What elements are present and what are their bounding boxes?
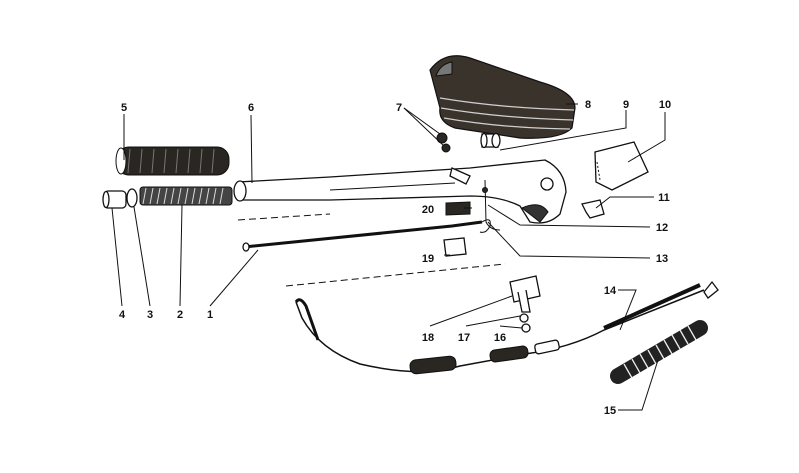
- callout-20: 20: [422, 204, 434, 216]
- part-clip: [581, 199, 605, 219]
- callout-17: 17: [458, 332, 470, 344]
- callout-7: 7: [396, 102, 402, 114]
- part-brake-cable: [294, 280, 719, 375]
- callout-9: 9: [623, 99, 629, 111]
- part-pin: [480, 132, 501, 149]
- part-pushrod: [242, 219, 491, 252]
- part-ratchet-plate: [594, 141, 649, 191]
- callout-19: 19: [422, 253, 434, 265]
- part-washer: [126, 188, 138, 208]
- callout-13: 13: [656, 253, 668, 265]
- callout-2: 2: [177, 309, 183, 321]
- callout-12: 12: [656, 222, 668, 234]
- part-pawl-rod: [482, 179, 501, 231]
- callout-4: 4: [119, 309, 126, 321]
- part-block: [445, 201, 471, 216]
- callout-18: 18: [422, 332, 434, 344]
- part-spring-large: [610, 320, 708, 384]
- part-sleeve: [102, 190, 127, 209]
- callout-3: 3: [147, 309, 153, 321]
- callout-1: 1: [207, 309, 213, 321]
- part-spring-small: [139, 186, 233, 206]
- part-bolt: [521, 323, 531, 333]
- callout-16: 16: [494, 332, 506, 344]
- dashed-axis-2: [285, 263, 506, 287]
- part-lever: [233, 159, 567, 224]
- dashed-axis-1: [237, 213, 331, 221]
- callout-15: 15: [604, 405, 616, 417]
- callout-5: 5: [121, 102, 127, 114]
- part-boot: [429, 55, 576, 139]
- leader-lines: [111, 103, 666, 411]
- callout-labels: 5 6 7 8 9 10 11 12 13 14 15 16 17 18 19 …: [119, 99, 671, 417]
- callout-11: 11: [658, 192, 670, 204]
- part-spacer: [443, 237, 467, 257]
- part-grip: [115, 146, 230, 176]
- callout-6: 6: [248, 102, 254, 114]
- part-nuts: [436, 132, 451, 153]
- callout-14: 14: [604, 285, 617, 297]
- part-bracket: [509, 275, 541, 313]
- part-nut: [519, 313, 529, 323]
- callout-10: 10: [659, 99, 671, 111]
- callout-8: 8: [585, 99, 591, 111]
